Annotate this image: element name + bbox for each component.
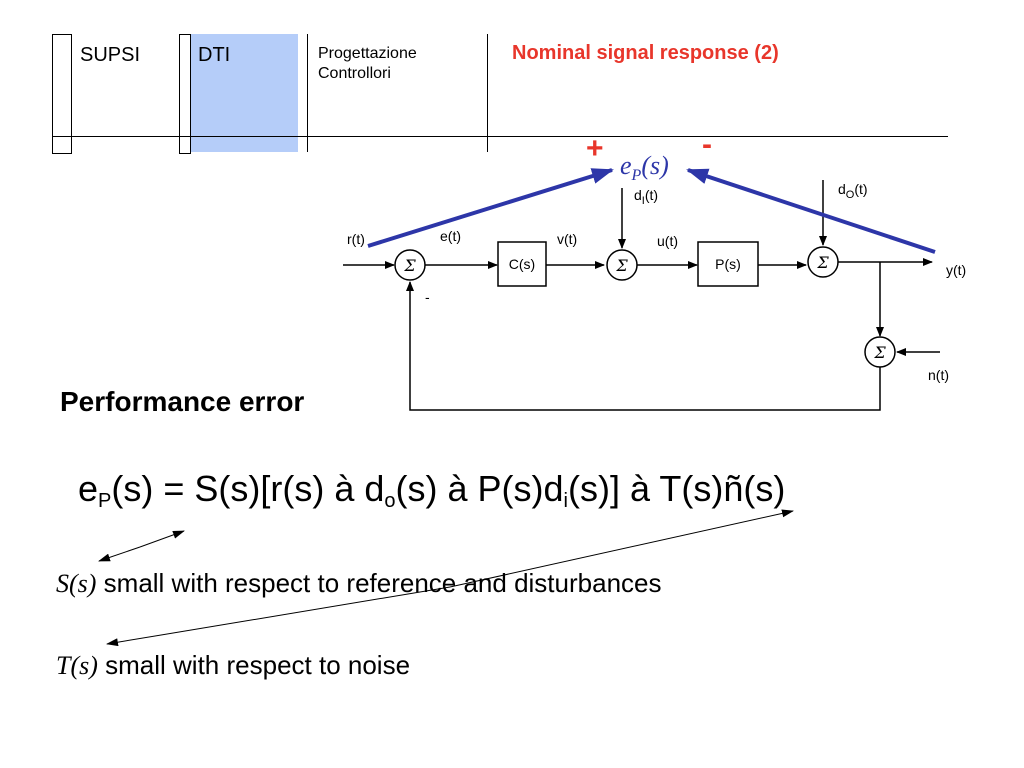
label-di: dI(t)	[634, 187, 658, 207]
plant-block	[697, 241, 759, 287]
annotation-arrow-s-right	[139, 530, 185, 548]
sum-symbol-2: Σ	[615, 256, 628, 275]
header-bar-left	[52, 34, 72, 154]
wire-feedback	[406, 281, 881, 411]
dept-label: DTI	[198, 44, 231, 66]
controller-label: C(s)	[509, 256, 535, 272]
plant-label: P(s)	[715, 256, 741, 272]
label-u: u(t)	[657, 233, 678, 249]
org-label: SUPSI	[80, 44, 141, 66]
controller-block	[497, 241, 547, 287]
note-complementary: T(s) small with respect to noise	[56, 650, 410, 681]
header-divider-title	[487, 34, 488, 152]
formula-lhs-e: e	[78, 468, 99, 509]
sum-symbol-1: Σ	[403, 256, 416, 275]
label-v: v(t)	[557, 231, 577, 247]
label-r: r(t)	[347, 231, 365, 247]
label-do: dO(t)	[838, 181, 868, 201]
note-s-text: small with respect to reference and dist…	[96, 568, 662, 598]
feedback-minus: -	[425, 289, 430, 305]
performance-arrow-reference	[367, 168, 614, 248]
note-s-math: S(s)	[56, 569, 97, 598]
formula-lhs-sub: P	[98, 490, 112, 512]
slide-title: Nominal signal response (2)	[512, 42, 779, 64]
performance-error-label: eP(s)	[620, 151, 669, 184]
annotation-arrow-s-left	[98, 546, 141, 562]
sum-symbol-4: Σ	[873, 343, 886, 362]
course-line-2: Controllori	[318, 65, 391, 82]
formula-part-2: (s) à P(s)d	[395, 468, 564, 509]
note-sensitivity: S(s) small with respect to reference and…	[56, 568, 662, 599]
minus-sign: -	[702, 128, 712, 161]
header-bar-middle	[179, 34, 191, 154]
header-rule	[52, 136, 948, 137]
formula-sub-i: i	[563, 490, 568, 512]
plus-sign: +	[586, 132, 604, 165]
sum-symbol-3: Σ	[816, 253, 829, 272]
note-t-text: small with respect to noise	[97, 650, 411, 680]
performance-formula: eP(s) = S(s)[r(s) à do(s) à P(s)di(s)] à…	[78, 468, 785, 513]
formula-sub-o: o	[384, 490, 396, 512]
header-divider-course	[307, 34, 308, 152]
formula-part-3: (s)] à T(s)ñ(s)	[568, 468, 786, 509]
dti-highlight	[190, 34, 298, 152]
annotation-arrow-t-right	[449, 509, 794, 588]
label-y: y(t)	[946, 262, 966, 278]
label-e: e(t)	[440, 228, 461, 244]
formula-lhs-rest: (s) =	[111, 468, 195, 509]
annotation-arrow-t-left	[106, 586, 451, 647]
section-heading: Performance error	[60, 386, 305, 417]
label-n: n(t)	[928, 367, 949, 383]
performance-arrow-output	[686, 168, 936, 254]
formula-part-1: S(s)[r(s) à d	[194, 468, 385, 509]
note-t-math: T(s)	[56, 651, 98, 680]
course-label: Progettazione Controllori	[318, 44, 417, 84]
course-line-1: Progettazione	[318, 45, 417, 62]
